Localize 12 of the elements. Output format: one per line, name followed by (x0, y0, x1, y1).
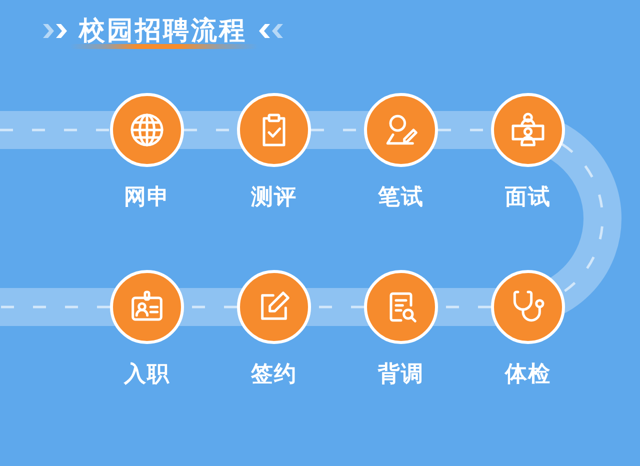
step-label: 背调 (378, 362, 424, 388)
step-label: 面试 (505, 185, 551, 211)
step-label: 笔试 (378, 185, 424, 211)
step-label: 网申 (124, 185, 170, 211)
step-label: 测评 (251, 185, 297, 211)
dashed-line (561, 143, 604, 294)
step-label: 体检 (505, 362, 551, 388)
title: 校园招聘流程 (79, 18, 247, 44)
dashed-line (0, 128, 110, 132)
dashed-line (0, 306, 110, 308)
step-label: 入职 (124, 362, 170, 388)
step-label: 签约 (251, 362, 297, 388)
